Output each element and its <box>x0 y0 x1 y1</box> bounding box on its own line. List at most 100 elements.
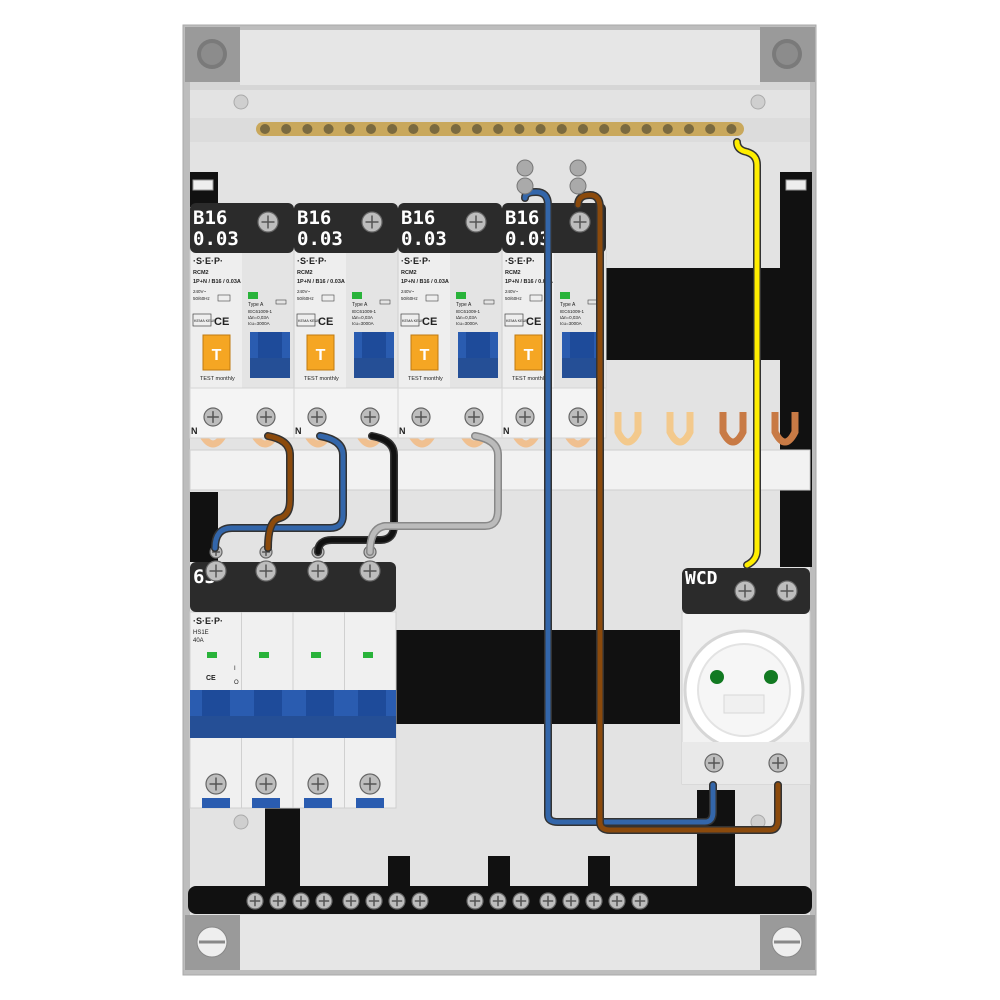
earth-screw <box>662 124 673 134</box>
rcbo-bottom-screw-l <box>464 407 484 427</box>
terminal-screw <box>585 892 603 910</box>
ce-mark: CE <box>206 675 216 682</box>
socket-bottom-screw <box>704 753 724 773</box>
test-monthly-label: TEST monthly <box>408 376 443 382</box>
rcbo-bottom-screw-n <box>307 407 327 427</box>
corner-mount-top-right <box>760 27 815 82</box>
terminal-screw <box>246 892 264 910</box>
terminal-screw <box>365 892 383 910</box>
rcbo-standard: IEC61009-1 <box>248 309 273 314</box>
main-switch-label-plate <box>190 562 396 612</box>
earth-screw <box>302 124 313 134</box>
test-button-icon: T <box>524 347 534 364</box>
on-mark: I <box>234 666 236 672</box>
wire-grey-main-core <box>367 433 501 555</box>
socket-module[interactable]: WCD <box>681 568 811 785</box>
rcbo-bottom-screw-n <box>203 407 223 427</box>
rcbo-voltage: 240V~ <box>297 289 311 294</box>
mounting-holes <box>233 94 766 830</box>
terminal-screw <box>315 892 333 910</box>
rcbo-sensitivity: 0.03 <box>193 228 239 250</box>
earth-screw <box>726 124 737 134</box>
earth-screw <box>493 124 504 134</box>
main-switch-current: 40A <box>193 638 204 644</box>
earth-screw <box>323 124 334 134</box>
main-switch-bottom-screw <box>359 773 381 795</box>
neutral-mark: N <box>399 426 406 436</box>
rcbo-top-screw <box>361 211 383 233</box>
comb-tooth-free <box>614 412 642 446</box>
rcbo-sensitivity: 0.03 <box>401 228 447 250</box>
main-switch-top-screw <box>307 560 329 582</box>
main-switch-bottom-screw <box>205 773 227 795</box>
test-monthly-label: TEST monthly <box>200 376 235 382</box>
terminal-screw <box>539 892 557 910</box>
wire-black-main-core <box>315 433 397 555</box>
rcbo-frequency: 50/60Hz <box>297 296 315 301</box>
corner-mount-top-left <box>185 27 240 82</box>
neutral-mark: N <box>295 426 302 436</box>
main-switch-top-screw <box>359 560 381 582</box>
rcbo-rating: B16 <box>297 207 331 229</box>
socket-pin-hole <box>764 670 778 684</box>
comb-tooth-free <box>666 412 694 446</box>
terminal-bar-bottom <box>188 790 812 914</box>
rcbo-icu: Icu=3000A <box>456 321 478 326</box>
rcbo-idn: I∆n=0,03A <box>352 315 373 320</box>
status-led <box>259 652 269 658</box>
earth-screw <box>514 124 525 134</box>
off-mark: O <box>234 680 239 686</box>
rcbo-frequency: 50/60Hz <box>401 296 419 301</box>
test-monthly-label: TEST monthly <box>512 376 547 382</box>
status-led <box>248 292 258 299</box>
rcbo-frequency: 50/60Hz <box>505 296 523 301</box>
rcbo-voltage: 240V~ <box>505 289 519 294</box>
terminal-screw <box>631 892 649 910</box>
rcbo-bottom-screw-l <box>256 407 276 427</box>
comb-tooth-free <box>771 412 799 446</box>
ce-mark: CE <box>422 316 437 328</box>
test-button-icon: T <box>316 347 326 364</box>
status-led <box>456 292 466 299</box>
socket-pin-hole <box>710 670 724 684</box>
kema-mark: KEMA KEUR <box>506 319 528 323</box>
rcbo-model: RCM2 <box>297 270 313 276</box>
test-button[interactable] <box>410 334 439 371</box>
rcbo-standard: IEC61009-1 <box>560 309 585 314</box>
rcbo-type: Type A <box>456 302 472 308</box>
rcbo-bottom-screw-l <box>360 407 380 427</box>
ce-mark: CE <box>318 316 333 328</box>
neutral-mark: N <box>503 426 510 436</box>
rcbo-top-screw <box>257 211 279 233</box>
socket-label: WCD <box>685 568 718 589</box>
earth-screw <box>556 124 567 134</box>
terminal-screw <box>512 892 530 910</box>
status-led <box>560 292 570 299</box>
kema-mark: KEMA KEUR <box>194 319 216 323</box>
test-button[interactable] <box>306 334 335 371</box>
wire-blue-main-core <box>212 433 346 551</box>
test-button[interactable] <box>514 334 543 371</box>
kema-mark: KEMA KEUR <box>402 319 424 323</box>
rcbo-spec: 1P+N / B16 / 0.03A <box>505 279 553 285</box>
kema-mark-icon <box>296 313 316 327</box>
earth-screw <box>641 124 652 134</box>
status-led <box>352 292 362 299</box>
rcbo-idn: I∆n=0,03A <box>248 315 269 320</box>
rcbo-frequency: 50/60Hz <box>193 296 211 301</box>
rcbo-icu: Icu=3000A <box>352 321 374 326</box>
kema-mark-icon <box>400 313 420 327</box>
terminal-screw <box>466 892 484 910</box>
earth-screw <box>429 124 440 134</box>
terminal-screw <box>489 892 507 910</box>
kema-mark-icon <box>192 313 212 327</box>
kema-mark-icon <box>504 313 524 327</box>
test-button[interactable] <box>202 334 231 371</box>
wire-brown-feed-core <box>575 192 781 833</box>
